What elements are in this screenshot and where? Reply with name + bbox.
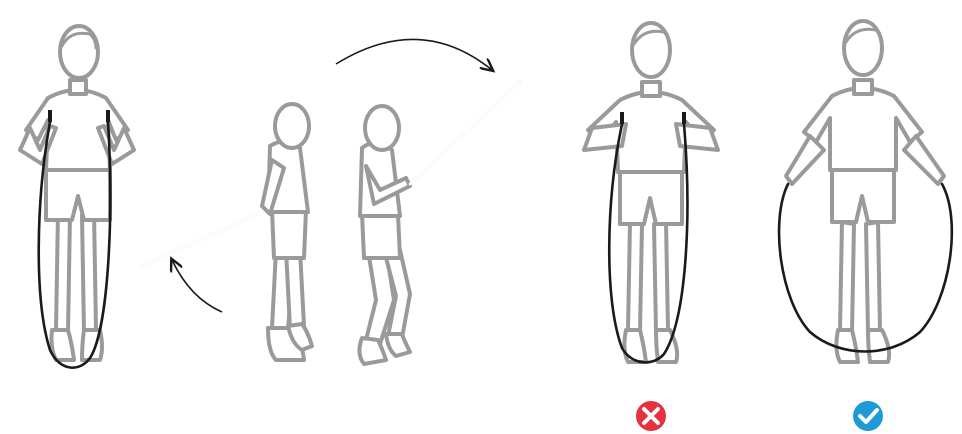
x-mark-icon xyxy=(636,401,666,431)
forward-swing-arrow-icon xyxy=(336,39,492,70)
figure-rope-too-short xyxy=(584,23,718,362)
figure-side-rope-down xyxy=(142,104,312,360)
figure-rope-correct-length xyxy=(779,21,952,362)
checkmark-icon xyxy=(853,401,883,431)
rope-swing-sequence xyxy=(142,39,520,364)
figure-standing-on-rope xyxy=(20,26,134,368)
figure-side-rope-up xyxy=(359,82,520,364)
back-swing-arrow-icon xyxy=(172,260,222,312)
